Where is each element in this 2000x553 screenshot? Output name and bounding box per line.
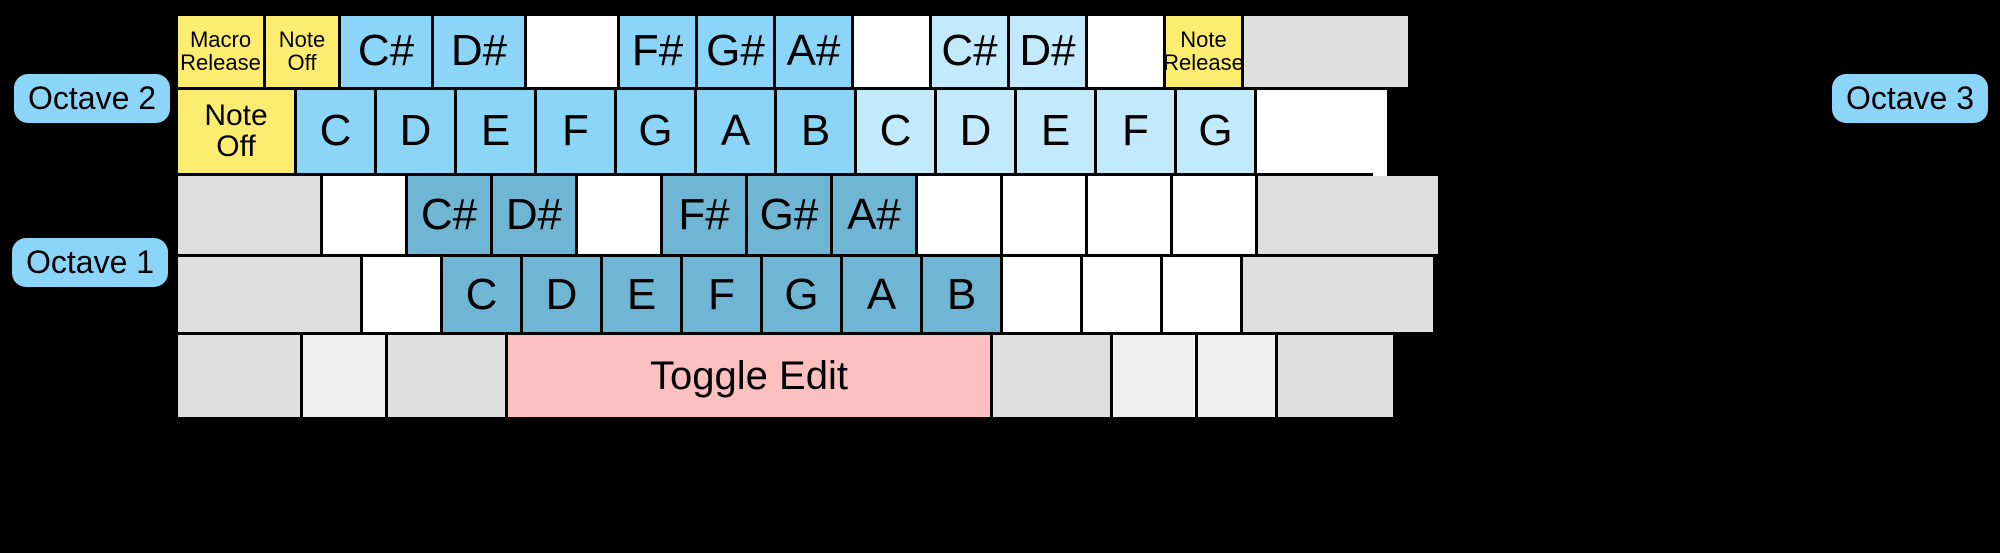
key-blank-4-10 <box>1003 257 1083 336</box>
key-blank-4-1 <box>178 257 363 336</box>
key-blank-1-5 <box>527 16 620 90</box>
key-blank-5-2 <box>303 335 388 417</box>
key-c[interactable]: C <box>297 89 377 176</box>
key-c[interactable]: C <box>443 257 523 336</box>
key-f-sharp[interactable]: F# <box>620 16 698 90</box>
octave-3-label: Octave 3 <box>1831 74 1988 123</box>
key-blank-5-1 <box>178 335 303 417</box>
key-c-sharp[interactable]: C# <box>408 175 493 258</box>
key-f-sharp[interactable]: F# <box>663 175 748 258</box>
key-blank-3-10 <box>1003 175 1088 258</box>
key-d-sharp[interactable]: D# <box>493 175 578 258</box>
key-e[interactable]: E <box>457 89 537 176</box>
key-note-off[interactable]: Note Off <box>266 16 341 90</box>
key-blank-5-5 <box>993 335 1113 417</box>
key-f[interactable]: F <box>1097 89 1177 176</box>
key-a[interactable]: A <box>843 257 923 336</box>
key-g-sharp[interactable]: G# <box>748 175 833 258</box>
row-5-bottom-controls: Toggle Edit <box>178 335 1393 417</box>
key-toggle-edit[interactable]: Toggle Edit <box>508 335 993 417</box>
key-blank-5-8 <box>1278 335 1393 417</box>
key-blank-4-2 <box>363 257 443 336</box>
key-e[interactable]: E <box>1017 89 1097 176</box>
key-blank-5-7 <box>1198 335 1278 417</box>
key-d[interactable]: D <box>377 89 457 176</box>
key-a[interactable]: A <box>697 89 777 176</box>
key-blank-5-3 <box>388 335 508 417</box>
key-d-sharp[interactable]: D# <box>434 16 527 90</box>
key-d[interactable]: D <box>523 257 603 336</box>
key-d-sharp[interactable]: D# <box>1010 16 1088 90</box>
key-blank-4-11 <box>1083 257 1163 336</box>
key-blank-3-2 <box>323 175 408 258</box>
key-blank-1-9 <box>854 16 932 90</box>
key-c-sharp[interactable]: C# <box>341 16 434 90</box>
key-d[interactable]: D <box>937 89 1017 176</box>
key-b[interactable]: B <box>777 89 857 176</box>
key-b[interactable]: B <box>923 257 1003 336</box>
key-c[interactable]: C <box>857 89 937 176</box>
key-g[interactable]: G <box>617 89 697 176</box>
key-blank-4-13 <box>1243 257 1433 336</box>
key-blank-4-12 <box>1163 257 1243 336</box>
key-a-sharp[interactable]: A# <box>833 175 918 258</box>
key-a-sharp[interactable]: A# <box>776 16 854 90</box>
key-note-off[interactable]: Note Off <box>178 89 297 176</box>
key-blank-2-14 <box>1257 89 1373 176</box>
row-3-octave1-sharps: C#D# F#G#A# <box>178 175 1438 258</box>
key-blank-3-9 <box>918 175 1003 258</box>
key-blank-5-6 <box>1113 335 1198 417</box>
key-blank-3-12 <box>1173 175 1258 258</box>
key-g[interactable]: G <box>763 257 843 336</box>
key-c-sharp[interactable]: C# <box>932 16 1010 90</box>
key-note-release[interactable]: Note Release <box>1166 16 1244 90</box>
key-f[interactable]: F <box>537 89 617 176</box>
key-blank-1-12 <box>1088 16 1166 90</box>
octave-2-label: Octave 2 <box>14 74 171 123</box>
octave-1-label: Octave 1 <box>12 238 169 287</box>
key-e[interactable]: E <box>603 257 683 336</box>
key-blank-3-11 <box>1088 175 1173 258</box>
key-blank-1-14 <box>1244 16 1408 90</box>
key-g[interactable]: G <box>1177 89 1257 176</box>
key-blank-3-13 <box>1258 175 1438 258</box>
key-macro-release[interactable]: Macro Release <box>178 16 266 90</box>
key-f[interactable]: F <box>683 257 763 336</box>
key-blank-3-5 <box>578 175 663 258</box>
key-g-sharp[interactable]: G# <box>698 16 776 90</box>
key-blank-3-1 <box>178 175 323 258</box>
